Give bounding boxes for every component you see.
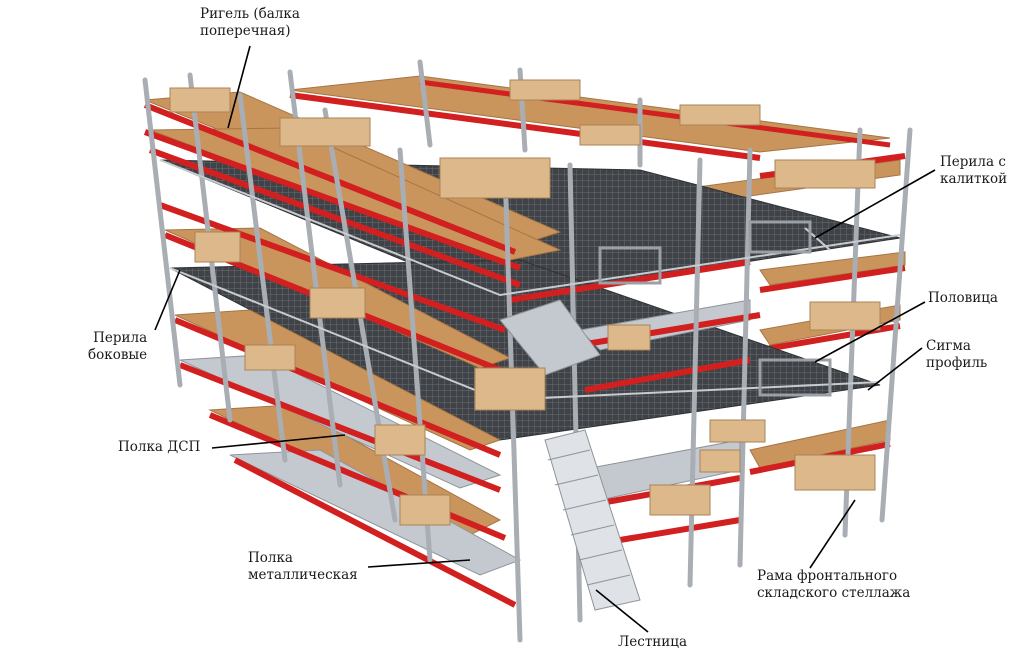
beam [148, 147, 522, 288]
box [194, 231, 241, 263]
label-rigel-line1: Ригель (балка [200, 6, 300, 22]
railing-gate [748, 220, 812, 254]
label-metal-shelf-line2: металлическая [248, 567, 358, 583]
label-rigel: Ригель (балка поперечная) [200, 6, 300, 40]
label-frame-line1: Рама фронтального [757, 568, 898, 584]
label-railing-gate-line1: Перила с [940, 154, 1006, 170]
leader-chipboard [211, 434, 346, 449]
label-railing-gate-line2: калиткой [940, 171, 1008, 187]
leader-rigel [227, 45, 251, 129]
stairs-step [554, 474, 599, 486]
box [607, 324, 651, 351]
leader-sigma [867, 347, 923, 391]
leader-stairs [595, 589, 649, 633]
label-stairs-line1: Лестница [618, 634, 688, 650]
box [244, 344, 296, 371]
upright [417, 59, 433, 148]
beam [173, 317, 502, 458]
box [679, 104, 761, 126]
stairs-bottom [544, 429, 641, 611]
box [509, 79, 581, 101]
box [794, 454, 876, 491]
beam [143, 102, 517, 255]
box [169, 87, 231, 113]
label-rigel-line2: поперечная) [200, 23, 291, 39]
label-sigma-line2: профиль [926, 355, 988, 371]
stairs-step [547, 449, 591, 461]
box [309, 287, 366, 319]
upright [737, 147, 753, 568]
boxes [169, 79, 881, 526]
stairs-step [578, 549, 623, 561]
label-floor-line1: Половица [928, 290, 998, 306]
label-chipboard-shelf: Полка ДСП [118, 439, 200, 456]
box [374, 424, 426, 456]
railing [159, 159, 901, 297]
box [699, 449, 741, 473]
stairs-step [586, 574, 631, 586]
front-beams [143, 102, 761, 608]
beam [584, 357, 751, 393]
label-sigma-line1: Сигма [926, 338, 971, 354]
box [474, 367, 546, 411]
box [579, 124, 641, 146]
upright [879, 127, 913, 523]
box [709, 419, 766, 443]
box [774, 159, 876, 189]
label-sigma: Сигма профиль [926, 338, 987, 372]
back-beam-top-2 [419, 79, 891, 148]
label-frame: Рама фронтального складского стеллажа [757, 568, 910, 602]
stairs-top [499, 299, 601, 376]
leader-metal-shelf [367, 559, 471, 568]
beam [178, 362, 502, 493]
railing-gate [758, 358, 832, 397]
front-shelf-metal-2 [229, 449, 522, 576]
stairs-step [562, 499, 607, 511]
beam [143, 129, 522, 271]
upright [397, 147, 433, 563]
beam [158, 202, 507, 333]
leader-railing-gate [814, 169, 936, 239]
box [649, 484, 711, 516]
label-side-railing: Перила боковые [88, 330, 147, 364]
beam [509, 259, 751, 303]
upright [237, 92, 288, 463]
box [399, 494, 451, 526]
box [279, 117, 371, 147]
label-side-railing-line2: боковые [88, 347, 148, 363]
label-metal-shelf-line1: Полка [248, 550, 293, 566]
label-floor: Половица [928, 290, 998, 307]
label-stairs: Лестница [618, 634, 687, 651]
staircase [499, 299, 641, 611]
box [439, 157, 551, 199]
leader-lines [154, 45, 936, 633]
beam [208, 412, 507, 541]
label-frame-line2: складского стеллажа [757, 585, 911, 601]
label-metal-shelf: Полка металлическая [248, 550, 358, 584]
upright [142, 77, 183, 388]
leader-frame [809, 499, 856, 569]
stairs-step [570, 524, 615, 536]
leader-floor [814, 301, 926, 363]
box [809, 301, 881, 331]
leader-side-railing [154, 269, 181, 331]
label-chipboard-shelf-line1: Полка ДСП [118, 439, 201, 455]
beam [233, 457, 517, 608]
label-side-railing-line1: Перила [93, 330, 148, 346]
label-railing-gate: Перила с калиткой [940, 154, 1007, 188]
railing-gate [598, 246, 662, 285]
right-beam-2 [759, 265, 906, 293]
